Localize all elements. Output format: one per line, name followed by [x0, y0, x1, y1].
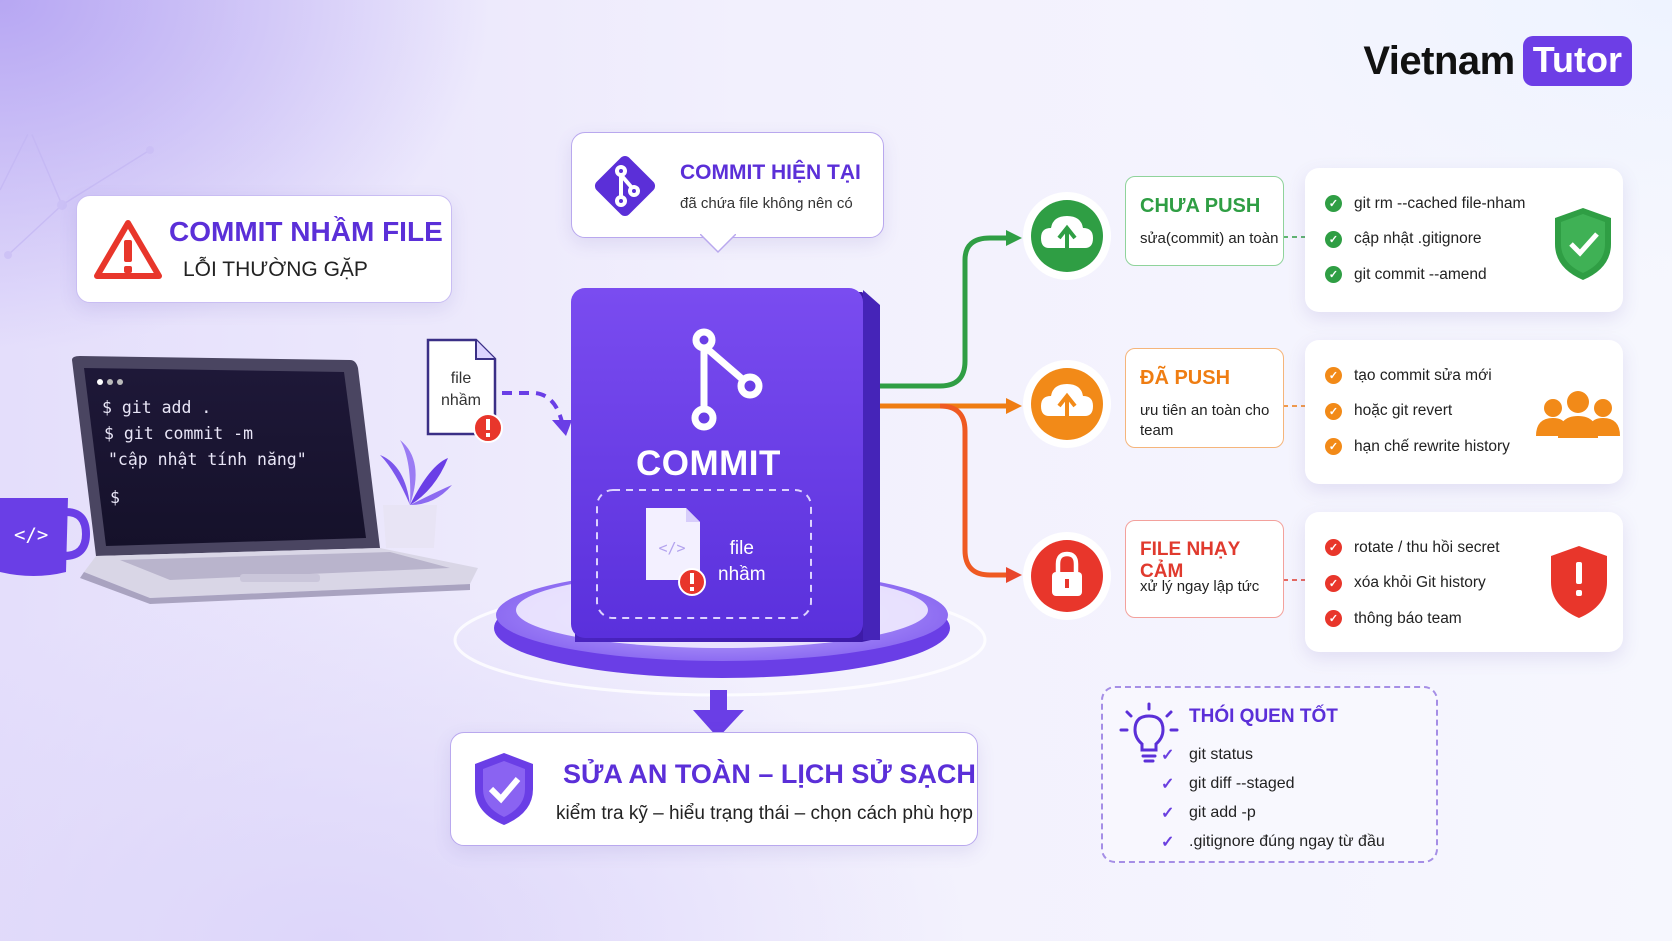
action-text: xóa khỏi Git history	[1354, 574, 1486, 592]
check-icon: ✓	[1161, 804, 1175, 822]
lock-icon	[1023, 532, 1111, 620]
branch-chua-push: CHƯA PUSH sửa(commit) an toàn	[1125, 176, 1284, 266]
check-icon: ✓	[1325, 195, 1342, 213]
plant-illustration	[380, 440, 452, 548]
misplaced-file-doc	[426, 338, 572, 443]
cube-file-label: file nhầm	[718, 536, 766, 588]
arrow-down-to-summary	[693, 690, 744, 738]
check-icon: ✓	[1325, 266, 1342, 284]
cube-file-line-2: nhầm	[718, 564, 766, 585]
list-item: ✓ hoặc git revert	[1325, 394, 1510, 430]
file-code-icon: </>	[646, 508, 700, 580]
lightbulb-icon	[1119, 702, 1179, 763]
cloud-upload-icon	[1023, 192, 1111, 280]
cube-file-line-1: file	[729, 538, 754, 559]
actions-chua-push: ✓ git rm --cached file-nham ✓ cập nhật .gi…	[1305, 168, 1623, 312]
check-icon: ✓	[1325, 539, 1342, 557]
network-decoration	[0, 125, 154, 259]
current-commit-title: COMMIT HIỆN TẠI	[680, 161, 861, 184]
action-text: cập nhật .gitignore	[1354, 230, 1482, 248]
brand-logo: Vietnam Tutor	[1363, 36, 1632, 86]
list-item: ✓ cập nhật .gitignore	[1325, 222, 1525, 258]
mistake-title: COMMIT NHẦM FILE	[169, 216, 443, 247]
current-commit-card: COMMIT HIỆN TẠI đã chứa file không nên c…	[571, 132, 884, 238]
mistake-card: COMMIT NHẦM FILE LỖI THƯỜNG GẶP	[76, 195, 452, 303]
tip-text: git add -p	[1189, 803, 1256, 821]
alert-icon	[678, 568, 706, 596]
dashed-links	[1283, 236, 1305, 581]
summary-card: SỬA AN TOÀN – LỊCH SỬ SẠCH kiểm tra kỹ –…	[450, 732, 978, 846]
tip-text: git diff --staged	[1189, 774, 1295, 792]
logo-word-tutor: Tutor	[1522, 36, 1632, 86]
file-doc-line-1: file	[450, 370, 472, 387]
check-icon: ✓	[1161, 746, 1175, 764]
action-text: git rm --cached file-nham	[1354, 194, 1526, 212]
terminal-line-4: $	[110, 488, 120, 507]
good-habits-card: THÓI QUEN TỐT ✓ git status ✓ git diff --st…	[1101, 686, 1438, 863]
svg-text:</>: </>	[658, 539, 685, 557]
mug-illustration	[0, 498, 91, 576]
branch-file-nhay-cam-title: FILE NHẠY CẢM	[1140, 539, 1240, 582]
git-diamond-icon	[594, 155, 656, 217]
good-habits-title: THÓI QUEN TỐT	[1189, 706, 1338, 727]
action-text: git commit --amend	[1354, 265, 1487, 283]
branch-chua-push-subtitle: sửa(commit) an toàn	[1140, 230, 1279, 247]
tip-text: git status	[1189, 745, 1254, 763]
check-icon: ✓	[1161, 775, 1175, 793]
terminal-line-3: "cập nhật tính năng"	[108, 450, 307, 469]
action-text: hạn chế rewrite history	[1354, 437, 1510, 455]
branch-file-nhay-cam-subtitle: xử lý ngay lập tức	[1140, 578, 1260, 595]
list-item: ✓ .gitignore đúng ngay từ đầu	[1161, 827, 1385, 856]
cloud-upload-icon	[1023, 360, 1111, 448]
tip-text: .gitignore đúng ngay từ đầu	[1189, 832, 1385, 850]
shield-check-icon	[475, 753, 533, 825]
terminal-line-2: $ git commit -m	[104, 424, 254, 443]
branch-da-push-title: ĐÃ PUSH	[1140, 367, 1231, 389]
branch-da-push-subtitle: ưu tiên an toàn cho team	[1140, 402, 1270, 439]
file-doc-line-2: nhầm	[440, 392, 482, 409]
action-text: hoặc git revert	[1354, 402, 1453, 420]
commit-cube: </>	[571, 288, 880, 642]
check-icon: ✓	[1325, 574, 1342, 592]
branch-chua-push-title: CHƯA PUSH	[1140, 195, 1261, 217]
check-icon: ✓	[1325, 367, 1342, 385]
actions-file-nhay-cam: ✓ rotate / thu hồi secret ✓ xóa khỏi Git h…	[1305, 512, 1623, 652]
check-icon: ✓	[1325, 610, 1342, 628]
list-item: ✓ xóa khỏi Git history	[1325, 566, 1500, 602]
action-text: tạo commit sửa mới	[1354, 366, 1492, 384]
actions-da-push: ✓ tạo commit sửa mới ✓ hoặc git revert ✓ hạ…	[1305, 340, 1623, 484]
cube-title: COMMIT	[636, 444, 781, 483]
list-item: ✓ git rm --cached file-nham	[1325, 186, 1525, 222]
warning-icon	[94, 220, 162, 279]
list-item: ✓ tạo commit sửa mới	[1325, 358, 1510, 394]
list-item: ✓ hạn chế rewrite history	[1325, 429, 1510, 465]
git-branch-icon	[691, 328, 763, 431]
branch-da-push: ĐÃ PUSH ưu tiên an toàn cho team	[1125, 348, 1284, 448]
logo-word-vietnam: Vietnam	[1363, 38, 1515, 83]
action-text: rotate / thu hồi secret	[1354, 538, 1500, 556]
action-text: thông báo team	[1354, 609, 1462, 627]
terminal-line-1: $ git add .	[102, 398, 212, 417]
laptop-illustration	[72, 356, 478, 604]
branch-connectors	[880, 230, 1022, 583]
mistake-subtitle: LỖI THƯỜNG GẶP	[183, 258, 368, 281]
check-icon: ✓	[1161, 833, 1175, 851]
branch-file-nhay-cam: FILE NHẠY CẢM xử lý ngay lập tức	[1125, 520, 1284, 618]
summary-subtitle: kiểm tra kỹ – hiểu trạng thái – chọn các…	[556, 803, 973, 824]
file-doc-label: file nhầm	[436, 368, 486, 412]
list-item: ✓ git status	[1161, 740, 1385, 769]
check-icon: ✓	[1325, 230, 1342, 248]
callout-pointer	[700, 234, 736, 254]
list-item: ✓ git add -p	[1161, 798, 1385, 827]
list-item: ✓ git commit --amend	[1325, 257, 1525, 293]
current-commit-subtitle: đã chứa file không nên có	[680, 195, 853, 212]
list-item: ✓ git diff --staged	[1161, 769, 1385, 798]
mug-code-icon: </>	[14, 524, 49, 546]
check-icon: ✓	[1325, 402, 1342, 420]
check-icon: ✓	[1325, 438, 1342, 456]
summary-title: SỬA AN TOÀN – LỊCH SỬ SẠCH	[563, 759, 976, 789]
list-item: ✓ thông báo team	[1325, 601, 1500, 637]
list-item: ✓ rotate / thu hồi secret	[1325, 530, 1500, 566]
